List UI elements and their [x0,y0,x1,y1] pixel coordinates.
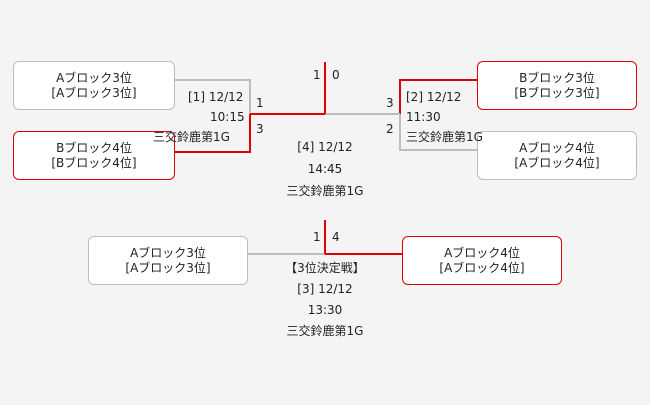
team-name: Aブロック3位 [56,70,132,85]
bracket-line-m2-top [399,79,477,114]
final-label: [4] 12/12 [297,140,353,154]
team-name: Aブロック4位 [444,245,520,260]
team-third-left[interactable]: Aブロック3位 [Aブロック3位] [88,236,248,285]
match-1-time: 10:15 [210,110,245,124]
team-name: Bブロック4位 [56,140,132,155]
final-venue: 三交鈴鹿第1G [286,184,364,198]
match-2-time: 11:30 [406,110,441,124]
third-score-right: 4 [332,230,340,244]
bracket-line-m1-top [175,79,251,114]
team-name: Aブロック4位 [519,140,595,155]
third-label: [3] 12/12 [297,282,353,296]
team-name: Bブロック3位 [519,70,595,85]
final-time: 14:45 [307,162,343,176]
final-score-right: 0 [332,68,340,82]
match-2-label: [2] 12/12 [406,90,462,104]
match-2-score-bottom: 2 [386,122,394,136]
final-score-left: 1 [313,68,321,82]
team-source: [Aブロック3位] [51,85,137,100]
third-score-left: 1 [313,230,321,244]
bracket-line-m1-bottom [175,114,251,153]
team-source: [Aブロック3位] [125,260,211,275]
third-time: 13:30 [307,303,343,317]
third-venue: 三交鈴鹿第1G [286,324,364,338]
match-1-venue: 三交鈴鹿第1G [153,130,230,144]
bracket-line-m2-bottom [399,114,477,151]
team-left-bottom[interactable]: Bブロック4位 [Bブロック4位] [13,131,175,180]
team-right-bottom[interactable]: Aブロック4位 [Aブロック4位] [477,131,637,180]
match-1-score-bottom: 3 [256,122,264,136]
match-1-label: [1] 12/12 [188,90,244,104]
team-third-right[interactable]: Aブロック4位 [Aブロック4位] [402,236,562,285]
match-1-score-top: 1 [256,96,264,110]
match-2-score-top: 3 [386,96,394,110]
team-right-top[interactable]: Bブロック3位 [Bブロック3位] [477,61,637,110]
team-source: [Bブロック3位] [514,85,600,100]
team-source: [Aブロック4位] [439,260,525,275]
third-title: 【3位決定戦】 [285,261,365,275]
team-source: [Aブロック4位] [514,155,600,170]
team-name: Aブロック3位 [130,245,206,260]
team-source: [Bブロック4位] [51,155,137,170]
team-left-top[interactable]: Aブロック3位 [Aブロック3位] [13,61,175,110]
match-2-venue: 三交鈴鹿第1G [406,130,483,144]
